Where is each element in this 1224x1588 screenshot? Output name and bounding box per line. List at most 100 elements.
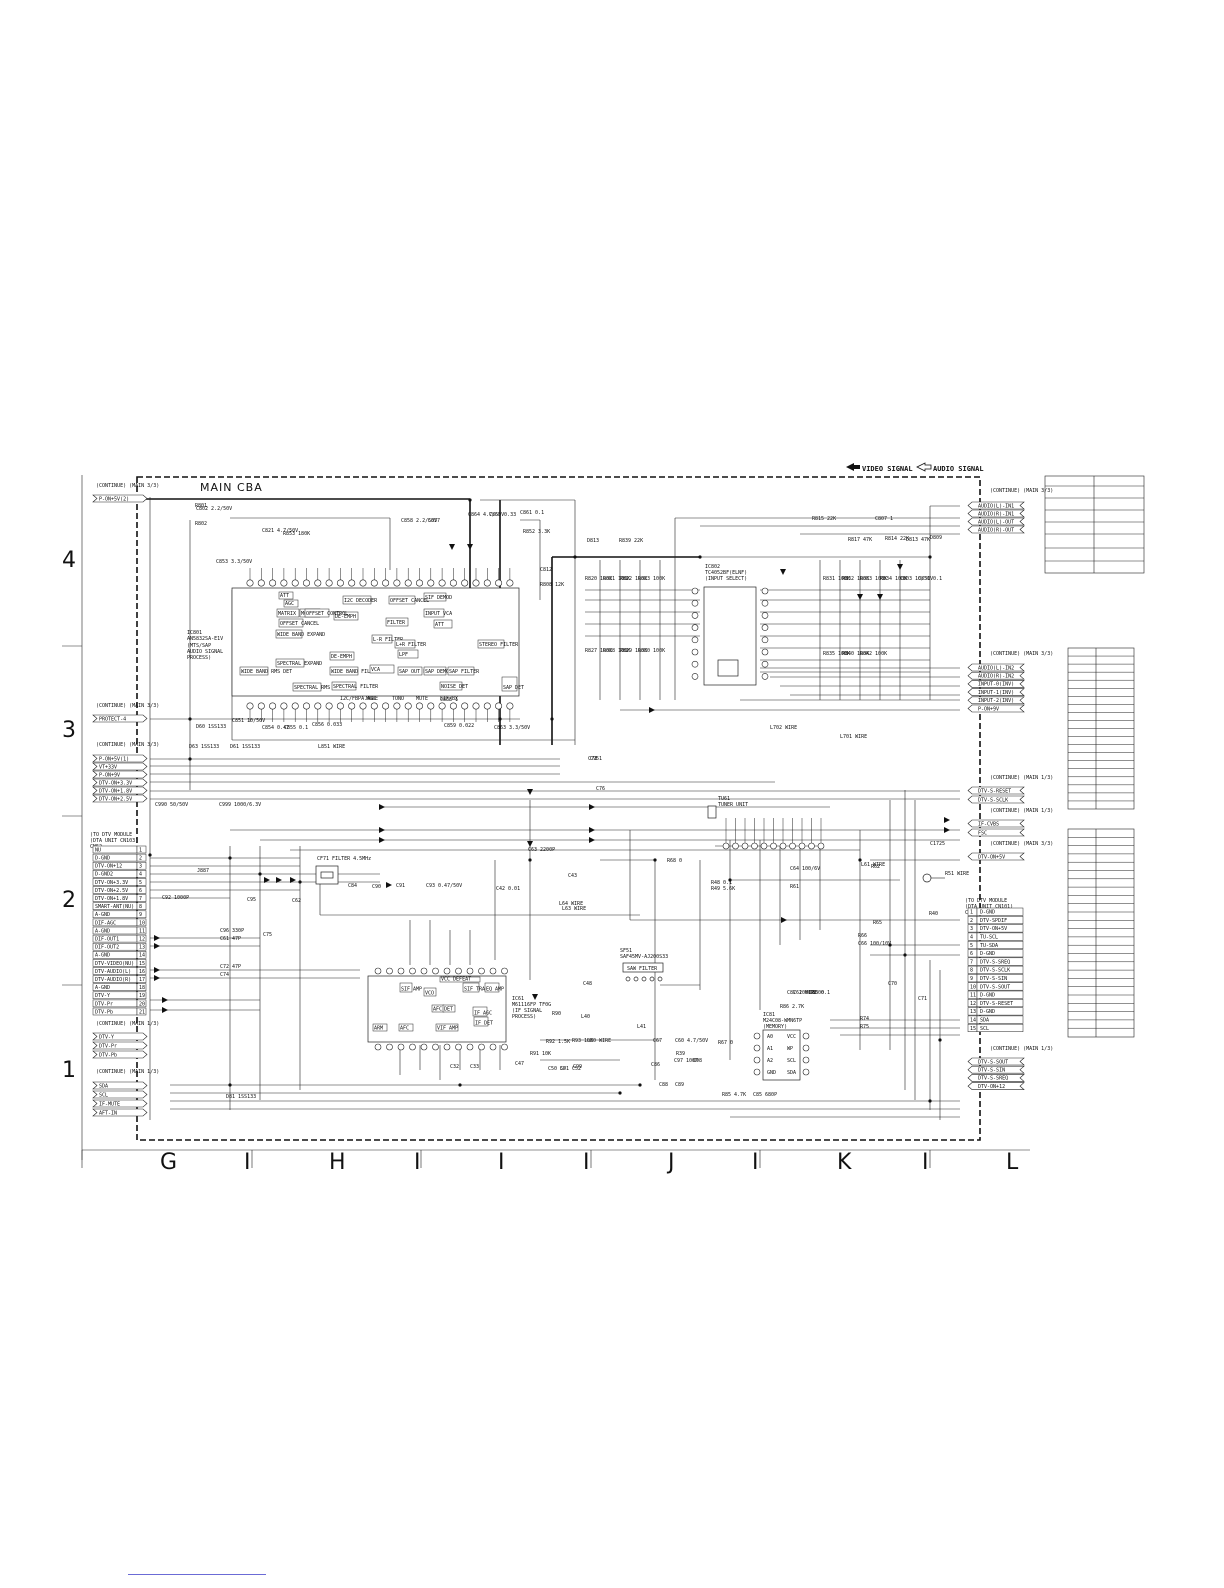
- conn-ypbpr-1-text: DTV-Pr: [99, 1043, 117, 1049]
- ic81-pin-vcc: VCC: [787, 1034, 796, 1040]
- ic801-block-13: SIF DEMOD: [425, 595, 452, 601]
- part-top-3: C821 4.7/50V: [262, 528, 298, 534]
- cn52-header-1: (DTA UNIT CN103): [90, 838, 138, 844]
- ic801-block-24: FILTER: [387, 620, 406, 626]
- part-mid-13: J887: [197, 868, 209, 874]
- part-mid-31: C42 0.01: [496, 886, 520, 892]
- part-ic802-15: C803 10/50V: [900, 576, 933, 582]
- left-continue-note-3: (CONTINUE) (MAIN 1/3): [96, 1021, 159, 1027]
- part-ic802-6: R829 100K: [620, 648, 647, 654]
- part-top-10: R852 3.3K: [523, 529, 550, 535]
- signal-arrow-icon: [154, 967, 160, 973]
- conn-protect-4: PROTECT-4: [92, 714, 148, 723]
- part-top-19: R814 22K: [885, 536, 909, 542]
- conn-bottom-2-text: IF-MUTE: [99, 1101, 120, 1107]
- conn-power-5: DTV-ON+2.5V: [92, 794, 148, 803]
- cn52-pin-num: 1: [139, 847, 142, 853]
- conn-input-2: INPUT-0(INV): [967, 680, 1025, 688]
- jk1701-jack: [922, 873, 945, 883]
- right-connectors: AUDIO(L)-IN1AUDIO(R)-IN1AUDIO(L)-OUTAUDI…: [967, 488, 1053, 1090]
- conn-bottom-0-text: SDA: [99, 1083, 108, 1089]
- cn52-connector: (TO DTV MODULE(DTA UNIT CN103)CN52NU1D-G…: [90, 832, 147, 1015]
- cn51-pin-5: TU-SDA: [980, 943, 998, 949]
- part-bottom-4: C83 0.1: [809, 990, 830, 996]
- cn52-pin-num: 15: [139, 961, 145, 967]
- ic61-block-7: IF DET: [475, 1021, 493, 1027]
- saw-label-2: SAW FILTER: [627, 966, 658, 972]
- part-mid-72: R51 WIRE: [945, 871, 969, 877]
- conn-bottom-2: IF-MUTE: [92, 1099, 148, 1107]
- ic81-pin-a0: A0: [767, 1034, 773, 1040]
- cn51-pin-num: 11: [970, 993, 976, 999]
- cn51-pin-3: DTV-ON+5V: [980, 926, 1007, 932]
- part-bottom-11: C52: [572, 1066, 581, 1072]
- cn51-pin-num: 15: [970, 1026, 976, 1032]
- signal-arrow-icon: [449, 544, 455, 550]
- cn52-pin-num: 3: [139, 864, 142, 870]
- part-mid-76: C1725: [930, 841, 945, 847]
- ic801-bottom-label-0: I2C/FBPA.AGC: [340, 696, 376, 702]
- part-ic802-12: R835 100K: [823, 651, 850, 657]
- part-mid-44: C71: [918, 996, 927, 1002]
- signal-arrow-icon: [589, 837, 595, 843]
- ic61-block-4: SIF TRAP: [464, 987, 488, 993]
- cn52-pin-12: DIF-OUT1: [95, 937, 119, 943]
- part-mid-15: L701 WIRE: [840, 734, 867, 740]
- conn-power-0-text: P-ON+5V(1): [99, 756, 129, 762]
- ic801-block-19: SAP OUT FILTER: [399, 669, 442, 675]
- part-ic802-2: R822 100K: [620, 576, 647, 582]
- cn51-pin-num: 2: [970, 918, 973, 924]
- cn51-pin-14: SDA: [980, 1018, 989, 1024]
- ic61-block-8: VIF AMP: [437, 1026, 458, 1032]
- part-mid-34: R49 5.6K: [711, 886, 735, 892]
- left-continue-note-1: (CONTINUE) (MAIN 3/3): [96, 703, 159, 709]
- cn51-pin-6: D-GND: [980, 951, 995, 957]
- conn-bottom-1: SCL: [92, 1090, 148, 1098]
- table-1: [1044, 475, 1145, 574]
- video-signal-arrow-icon: [846, 463, 860, 471]
- part-top-6: C857: [428, 518, 440, 524]
- cn51-pin-8: DTV-S-SCLK: [980, 968, 1010, 974]
- grid-col-i5: I: [752, 1150, 759, 1175]
- part-mid-41: R66: [858, 933, 867, 939]
- cn51-pin-num: 9: [970, 976, 973, 982]
- cn51-pin-num: 12: [970, 1001, 976, 1007]
- ic801-block-11: DE-EMPH: [335, 614, 356, 620]
- ic801-block-16: DE-EMPH: [331, 654, 352, 660]
- grid-frame: [62, 475, 1030, 1168]
- signal-arrow-icon: [386, 882, 392, 888]
- conn-ypbpr-1: DTV-Pr: [92, 1041, 148, 1049]
- cn52-pin-4: D-GND2: [95, 872, 113, 878]
- ic61-block-2: AFC: [433, 1007, 442, 1013]
- ic81-pin-a1: A1: [767, 1046, 773, 1052]
- ic61-block-1: VCO: [425, 991, 434, 997]
- conn-reset-1-text: DTV-S-SCLK: [978, 797, 1008, 803]
- part-mid-55: C60 4.7/50V: [675, 1038, 708, 1044]
- ic81-body: [762, 1029, 801, 1081]
- part-mid-3: C856 0.033: [312, 722, 342, 728]
- ic801-label-0: IC801: [187, 630, 202, 636]
- part-mid-63: L30 WIRE: [587, 1038, 611, 1044]
- part-bottom-10: C51: [560, 1066, 569, 1072]
- signal-arrow-icon: [276, 877, 282, 883]
- conn-cvbs-0: IF-CVBS: [967, 819, 1025, 828]
- grid-col-g: G: [160, 1150, 177, 1175]
- cn51-pin-15: SCL: [980, 1026, 989, 1032]
- part-ic802-3: R823 100K: [638, 576, 665, 582]
- cn52-pin-19: DTV-Y: [95, 993, 110, 999]
- part-top-20: D813 47K: [906, 537, 930, 543]
- part-mid-59: R90: [552, 1011, 561, 1017]
- part-mid-47: C73: [588, 756, 597, 762]
- conn-reset-0-text: DTV-S-RESET: [978, 788, 1011, 794]
- cn51-pin-num: 8: [970, 968, 973, 974]
- cn52-pin-6: DTV-ON+2.5V: [95, 888, 128, 894]
- conn-power-2: P-ON+9V: [92, 770, 148, 779]
- cn52-pin-9: A-GND: [95, 912, 110, 918]
- part-mid-19: C90: [372, 884, 381, 890]
- signal-arrow-icon: [290, 877, 296, 883]
- part-mid-40: R65: [873, 920, 882, 926]
- conn-input-5: P-ON+9V: [967, 704, 1025, 713]
- part-ic802-9: R832 100K: [842, 576, 869, 582]
- cn51-connector: (TO DTV MODULE(DTA UNIT CN101)CN511D-GND…: [965, 898, 1024, 1032]
- signal-legend: VIDEO SIGNAL AUDIO SIGNAL: [846, 462, 984, 473]
